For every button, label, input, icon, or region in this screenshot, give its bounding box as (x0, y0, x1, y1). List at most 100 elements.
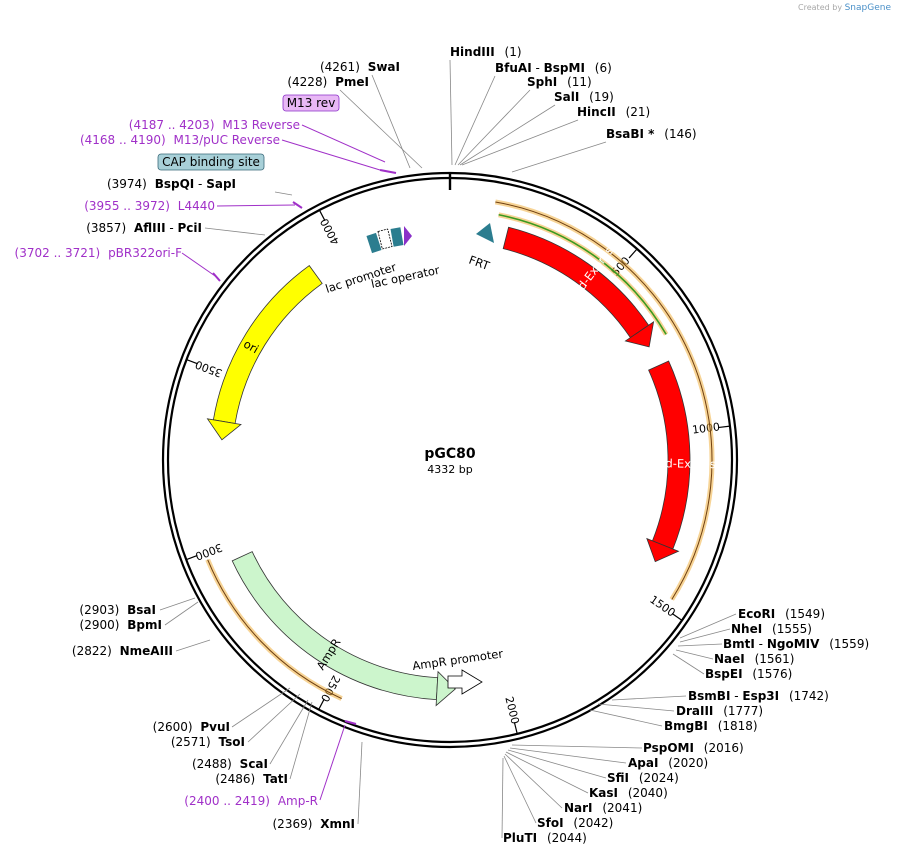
feature-label: ori (241, 337, 261, 357)
leader-line (371, 74, 411, 169)
tick-label: 1000 (691, 420, 720, 436)
tick-label: 3500 (193, 358, 224, 380)
enzyme-nmeaiii: (2822) NmeAIII (72, 644, 173, 658)
leader-line (175, 639, 211, 652)
enzyme-bmti: BmtI - NgoMIV (1559) (723, 637, 869, 651)
enzyme-bspqi: (3974) BspQI - SapI (107, 177, 236, 191)
primer-m13puc-reverse: (4168 .. 4190) M13/pUC Reverse (80, 133, 280, 147)
tick-mark (318, 209, 326, 221)
enzyme-bfuai: BfuAI - BspMI (6) (495, 61, 612, 75)
ampr-promoter-label: AmpR promoter (411, 646, 504, 673)
leader-line (454, 75, 496, 166)
leader-line (503, 755, 537, 824)
leader-line (164, 601, 199, 626)
plasmid-name: pGC80 (424, 446, 476, 462)
enzyme-sali: SalI (19) (554, 90, 614, 104)
enzyme-scai: (2488) ScaI (192, 757, 268, 771)
enzyme-ecori: EcoRI (1549) (738, 607, 825, 621)
tick-mark (671, 613, 683, 621)
leader-line (457, 89, 531, 166)
m13-primer-arrow (404, 226, 412, 246)
leader-line (289, 701, 313, 780)
green-track (498, 213, 667, 335)
enzyme-pmei: (4228) PmeI (287, 75, 369, 89)
frt-label: FRT (467, 253, 492, 274)
leader-line (231, 687, 291, 728)
leader-line (679, 613, 737, 639)
enzyme-draiii: DraIII (1777) (676, 704, 763, 718)
tick-label: 4000 (318, 216, 342, 247)
enzyme-bsai: (2903) BsaI (79, 603, 156, 617)
leader-layer (159, 59, 737, 839)
track-line (207, 559, 342, 699)
enzyme-bmgbi: BmgBI (1818) (664, 719, 758, 733)
leader-line (509, 747, 627, 764)
tick-mark (186, 359, 198, 365)
frt-shape (476, 223, 494, 243)
primer-l4440: (3955 .. 3972) L4440 (84, 199, 215, 213)
enzyme-swai: (4261) SwaI (320, 60, 400, 74)
enzyme-labels: HindIII (1) BfuAI - BspMI (6) SphI (11) … (72, 45, 869, 845)
m13-rev-text: M13 rev (287, 96, 336, 110)
backbone (161, 171, 739, 749)
enzyme-bsabi: BsaBI * (146) (606, 127, 697, 141)
leader-line (672, 653, 705, 675)
leader-line (247, 693, 301, 743)
watermark: Created by SnapGene (798, 3, 891, 13)
leader-line (501, 757, 504, 839)
lac-operator-shape (390, 227, 404, 247)
enzyme-tati: (2486) TatI (215, 772, 288, 786)
leader-line (504, 753, 563, 809)
enzyme-bsmbi: BsmBI - Esp3I (1742) (688, 689, 829, 703)
m13-rev-box: M13 rev (282, 94, 340, 112)
tick-mark (628, 248, 638, 259)
feature-ampr: AmpR (231, 551, 456, 707)
leader-line (507, 749, 607, 779)
track-line (495, 201, 713, 600)
lac-promoter-shape (377, 228, 393, 250)
orange-track (205, 558, 343, 701)
plasmid-length: 4332 bp (427, 463, 472, 476)
primer-amp-r: (2400 .. 2419) Amp-R (184, 794, 318, 808)
enzyme-xmni: (2369) XmnI (273, 817, 356, 831)
leader-line (675, 649, 714, 660)
leader-line (449, 59, 453, 166)
primer-pbr322ori-f: (3702 .. 3721) pBR322ori-F (15, 246, 183, 260)
leader-line (679, 628, 731, 643)
enzyme-pspomi: PspOMI (2016) (643, 741, 744, 755)
enzyme-bspei: BspEI (1576) (705, 667, 792, 681)
ampr-promoter-shape (447, 669, 483, 695)
enzyme-tsoi: (2571) TsoI (171, 735, 245, 749)
leader-line (461, 119, 579, 166)
enzyme-hincii: HincII (21) (577, 105, 650, 119)
lac-elements (366, 226, 412, 254)
leader-line (159, 597, 196, 611)
leader-line (677, 643, 723, 647)
feature-label: DsRed-Express (636, 456, 722, 471)
feature-ori: ori (206, 265, 323, 441)
primer-lines (181, 124, 397, 801)
leader-line (589, 709, 663, 727)
leader-line (204, 227, 266, 236)
primer-m13-reverse: (4187 .. 4203) M13 Reverse (129, 118, 300, 132)
cap-site-shape (366, 232, 382, 254)
leader-line (274, 191, 293, 196)
enzyme-sfoi: SfoI (2042) (537, 816, 613, 830)
track-layer (205, 199, 715, 701)
enzyme-bpmi: (2900) BpmI (80, 618, 162, 632)
tick-mark (318, 698, 325, 710)
leader-line (511, 744, 643, 749)
enzyme-apai: ApaI (2020) (628, 756, 708, 770)
cap-binding-text: CAP binding site (162, 155, 260, 169)
leader-line (511, 141, 607, 173)
tick-label: 2000 (502, 695, 521, 725)
leader-line (597, 703, 675, 712)
leader-line (611, 695, 687, 701)
leader-line (339, 89, 423, 169)
enzyme-kasi: KasI (2040) (589, 786, 668, 800)
cap-binding-box: CAP binding site (157, 153, 265, 171)
enzyme-pluti: PluTI (2044) (503, 831, 587, 845)
enzyme-sphi: SphI (11) (527, 75, 592, 89)
enzyme-nari: NarI (2041) (564, 801, 642, 815)
